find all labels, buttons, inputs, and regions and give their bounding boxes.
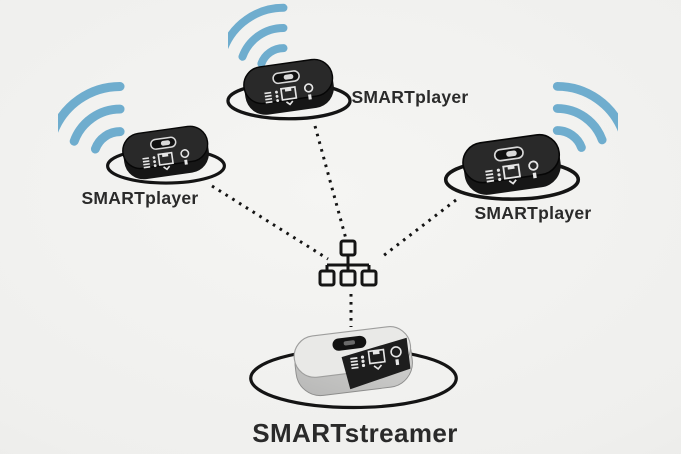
- smartstreamer-device: [249, 322, 458, 410]
- network-topology-icon: [318, 239, 378, 287]
- smartplayer-device-top: [226, 55, 352, 121]
- player-top-label: SMARTplayer: [351, 87, 469, 107]
- smartplayer-device-right: [443, 130, 581, 201]
- connection-player-left-to-hub: [211, 184, 329, 261]
- connection-player-top-to-hub: [313, 125, 348, 240]
- streamer-label: SMARTstreamer: [252, 418, 458, 448]
- player-right-label: SMARTplayer: [474, 203, 592, 223]
- player-left-label: SMARTplayer: [81, 188, 199, 208]
- smartplayer-device-left: [106, 122, 226, 185]
